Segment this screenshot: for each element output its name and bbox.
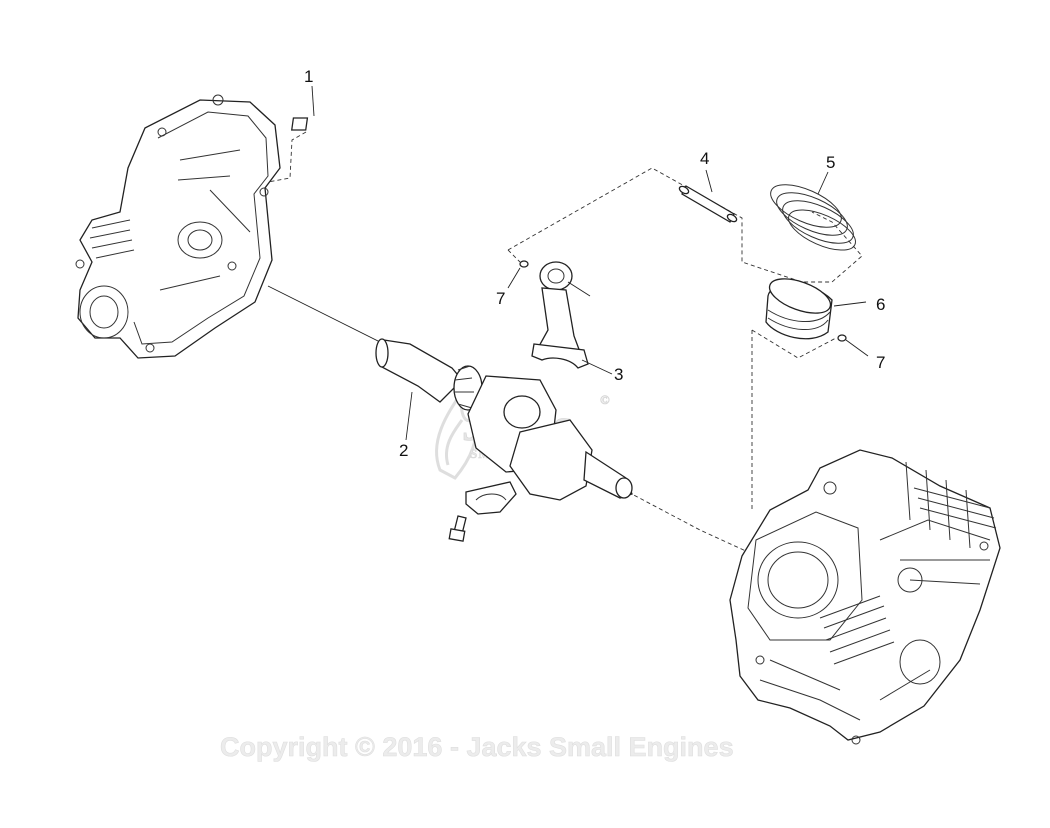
part-1-key [290,85,315,131]
part-7-circlip-right [837,334,869,357]
callout-7-left: 7 [496,289,505,308]
callout-2: 2 [399,441,408,460]
part-2-crankshaft [375,338,633,501]
watermark-copyright: Copyright © 2016 - Jacks Small Engines [220,732,734,762]
rod-cap-and-bolt [448,481,517,542]
watermark-logo-mark: © [600,392,611,407]
watermark-flame-icon [435,391,479,480]
crankcase-cover [75,94,281,359]
callout-7-right: 7 [876,353,885,372]
callout-6: 6 [876,295,885,314]
assembly-lines [267,131,863,553]
callout-4: 4 [700,149,709,168]
part-7-circlip-left [507,260,529,289]
callout-3: 3 [614,365,623,384]
engine-block [729,449,1001,745]
part-5-piston-rings [770,171,856,251]
part-4-wrist-pin [678,169,738,223]
part-6-piston [765,278,867,340]
callout-5: 5 [826,153,835,172]
callout-1: 1 [304,67,313,86]
callouts: 1 2 3 4 5 6 7 7 [304,67,885,460]
part-3-connecting-rod [531,261,613,375]
